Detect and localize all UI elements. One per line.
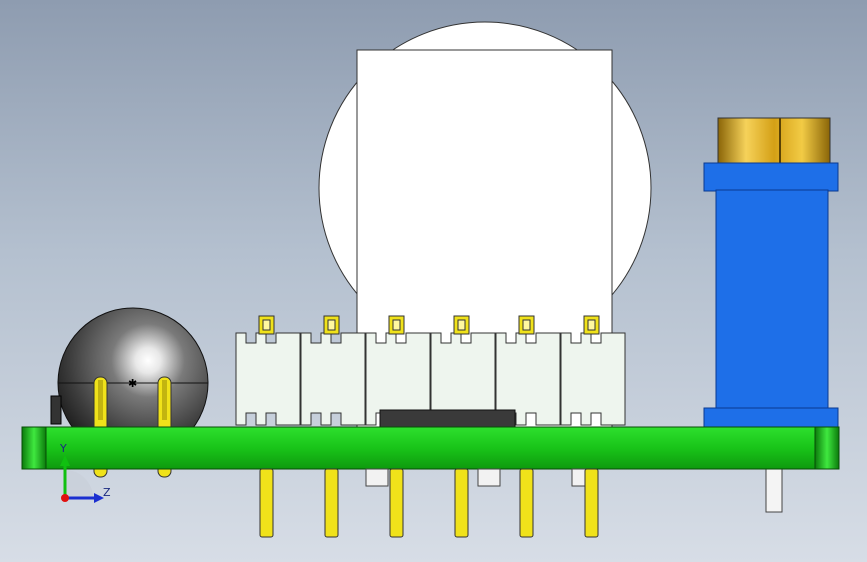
header-pin-tops: [258, 315, 600, 335]
sensor-underside-part: [379, 409, 516, 429]
svg-text:✱: ✱: [128, 377, 137, 390]
coordinate-axes-icon: [60, 455, 104, 503]
trimmer-potentiometer: [703, 117, 839, 513]
under-board-parts: [365, 468, 587, 487]
pin-header-housing: [235, 332, 626, 426]
pcb-board: [21, 426, 840, 470]
z-axis-label: Z: [103, 486, 111, 499]
y-axis-label: Y: [60, 442, 67, 455]
header-pin-legs: [259, 468, 599, 538]
small-black-part: [50, 395, 62, 425]
